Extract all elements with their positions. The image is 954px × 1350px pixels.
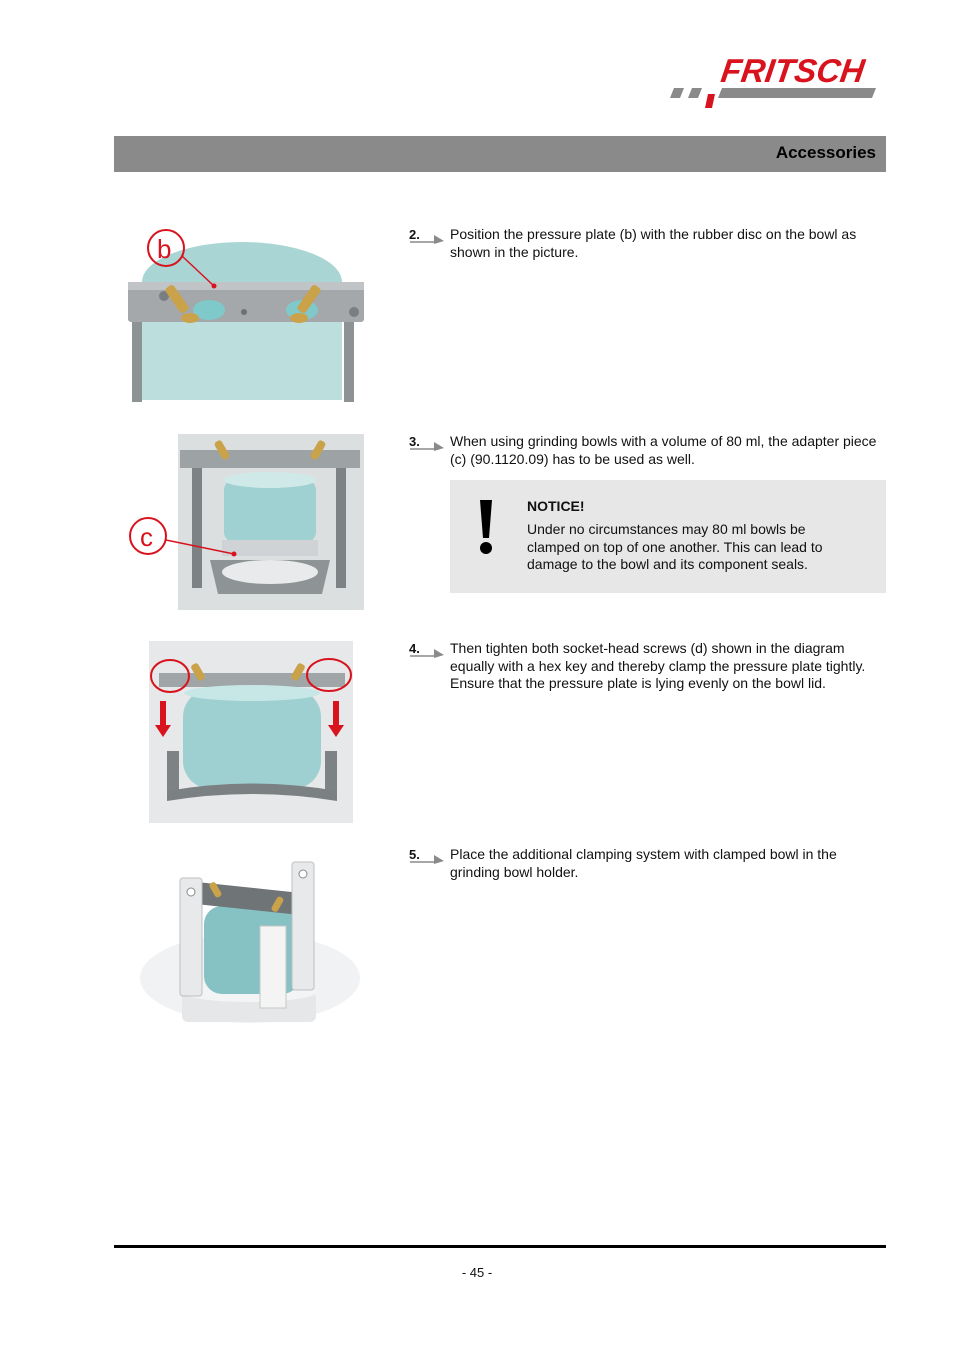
callout-circle-c [129, 517, 167, 555]
screw-highlight-left [150, 659, 190, 693]
step-arrow-icon [410, 649, 444, 658]
screw-highlight-right [306, 658, 352, 692]
exclamation-icon [480, 500, 492, 554]
step-number: 4. [409, 641, 420, 656]
step-text: When using grinding bowls with a volume … [450, 433, 877, 467]
step-number: 5. [409, 847, 420, 862]
step-number: 3. [409, 434, 420, 449]
step-text: Position the pressure plate (b) with the… [450, 226, 857, 260]
figure-pressure-plate: b [128, 229, 364, 402]
step-3: 3. When using grinding bowls with a volu… [409, 433, 886, 468]
step-2: 2. Position the pressure plate (b) with … [409, 226, 886, 261]
step-5: 5. Place the additional clamping system … [409, 846, 886, 881]
figure-tighten-screws [149, 641, 353, 823]
figure-clamping-system [140, 861, 360, 1023]
footer-rule [114, 1245, 886, 1248]
notice-text: Under no circumstances may 80 ml bowls b… [527, 521, 823, 572]
fritsch-logo: FRITSCH [670, 53, 876, 108]
callout-circle-b [147, 229, 185, 267]
step-text: Place the additional clamping system wit… [450, 846, 837, 880]
step-arrow-icon [410, 855, 444, 864]
callout-label-c: c [140, 522, 153, 552]
section-title: Accessories [775, 143, 876, 162]
step-arrow-icon [410, 235, 444, 244]
step-text: Then tighten both socket-head screws (d)… [450, 640, 866, 691]
step-number: 2. [409, 227, 420, 242]
notice-box: NOTICE! Under no circumstances may 80 ml… [450, 480, 886, 593]
notice-title: NOTICE! [527, 498, 585, 514]
step-4: 4. Then tighten both socket-head screws … [409, 640, 886, 693]
page-number: - 45 - [461, 1265, 493, 1280]
svg-text:FRITSCH: FRITSCH [719, 53, 868, 90]
callout-label-b: b [157, 234, 171, 264]
section-header-bar: Accessories [114, 136, 886, 172]
step-arrow-icon [410, 442, 444, 451]
figure-adapter-piece: c [129, 434, 364, 610]
